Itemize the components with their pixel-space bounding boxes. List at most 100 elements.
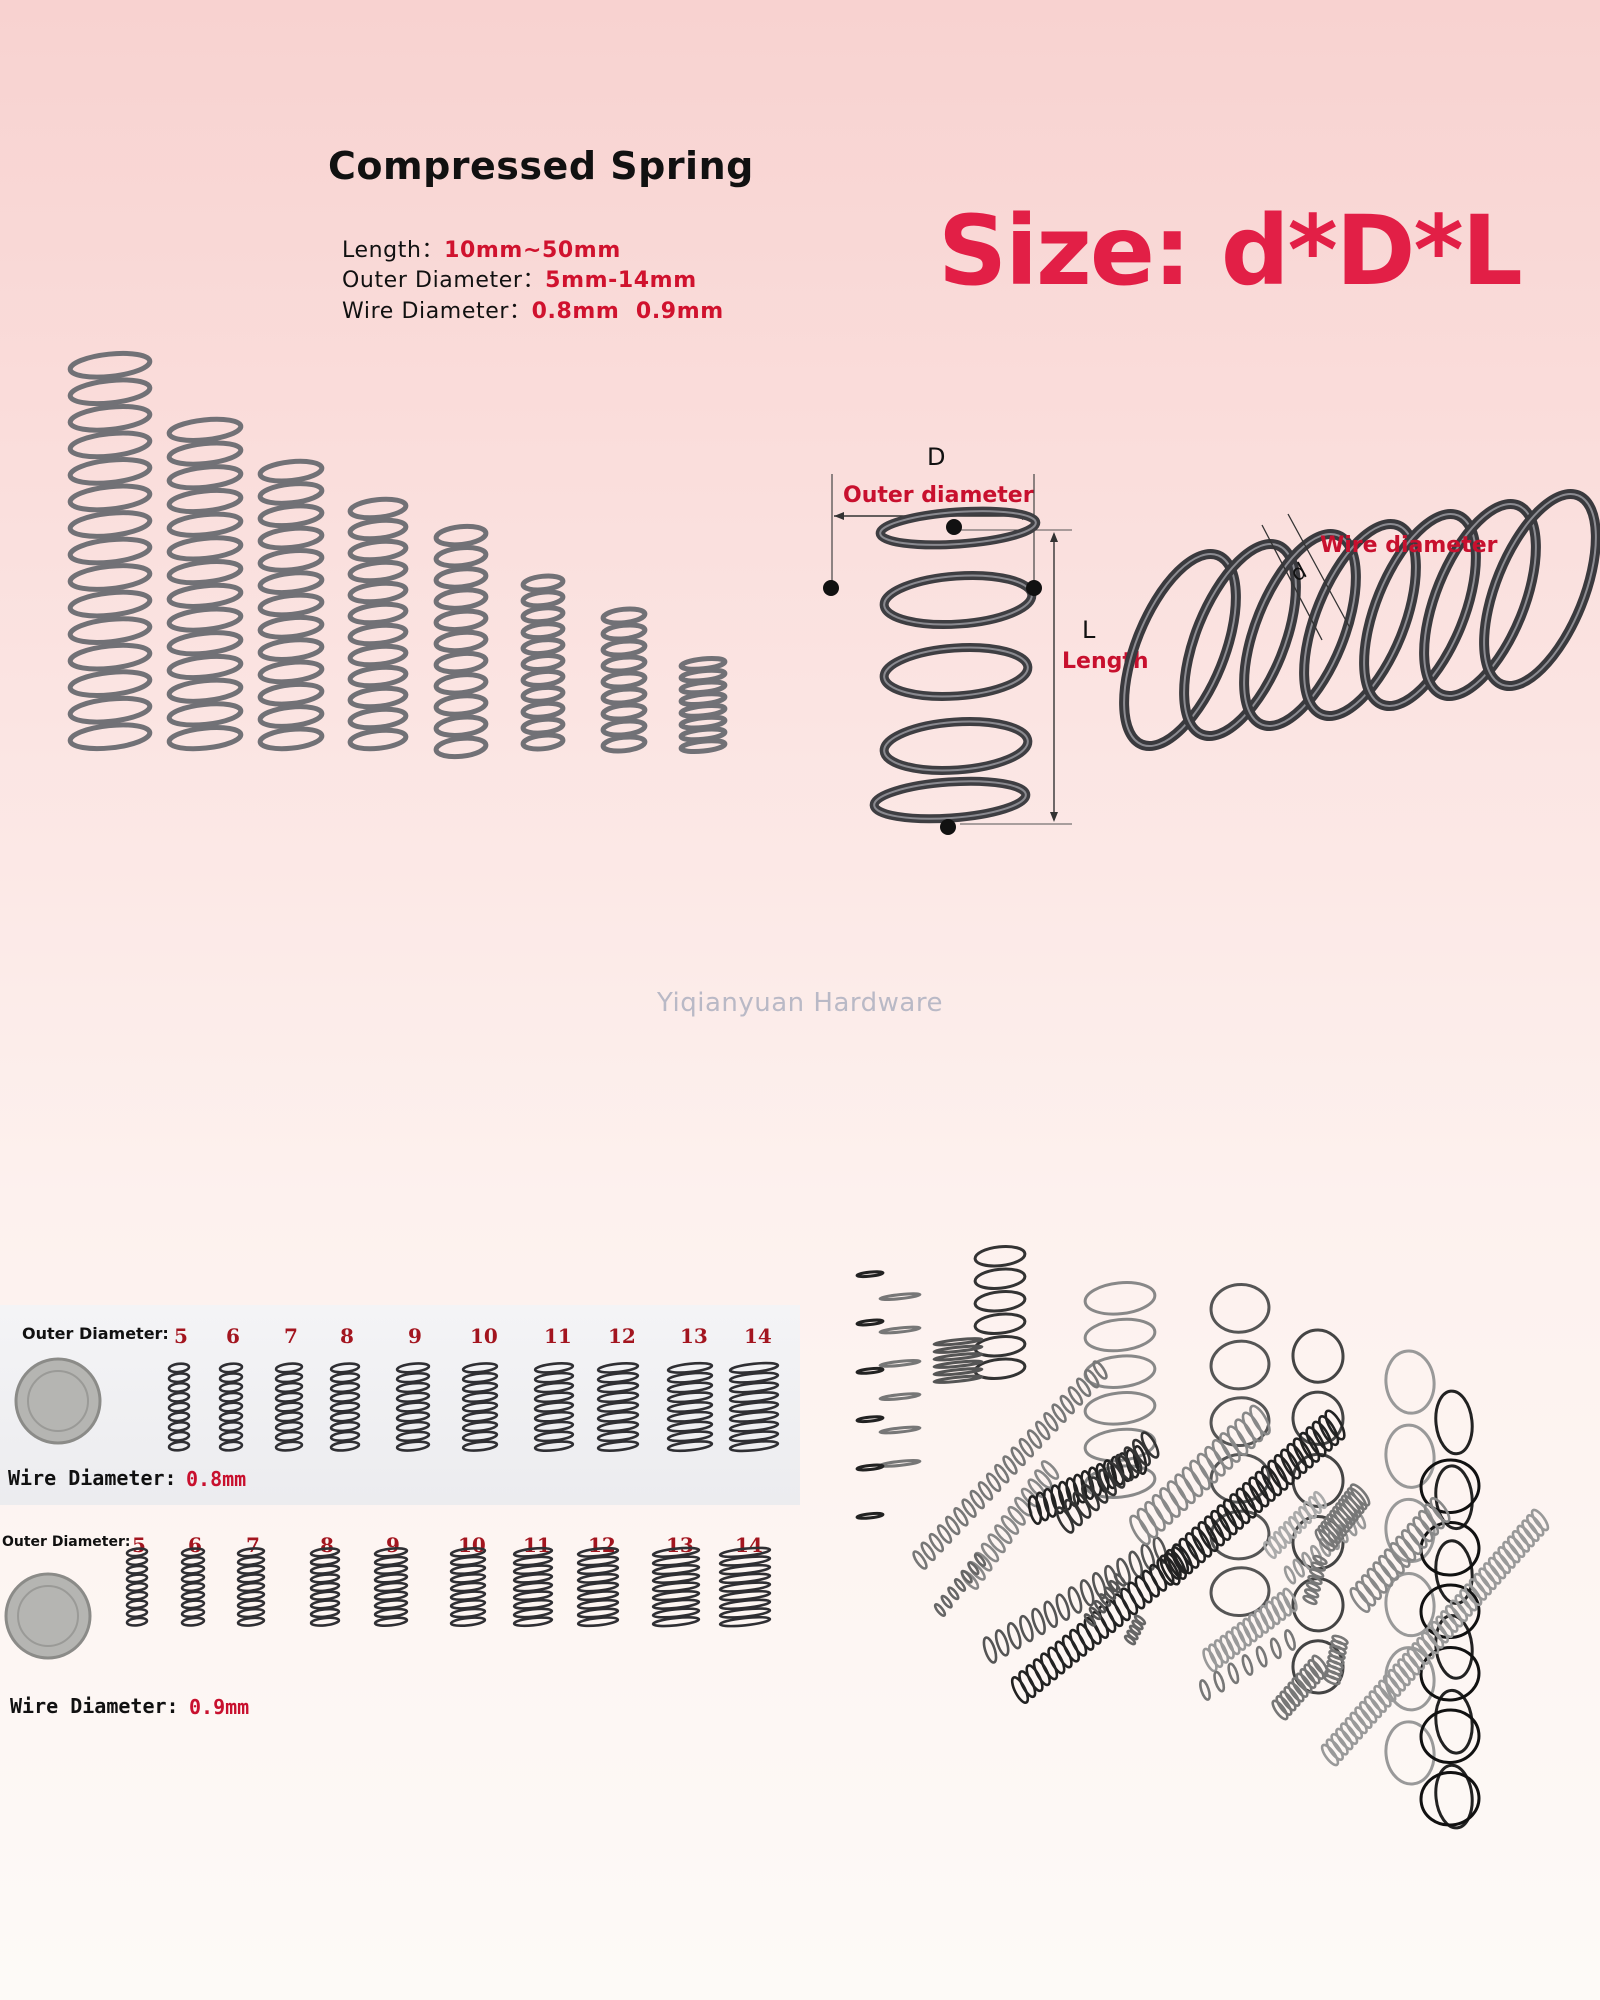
outer-diameter-number: 10 [470, 1324, 498, 1348]
size-sample-spring [461, 1362, 499, 1452]
assorted-spring [1083, 1573, 1127, 1627]
assorted-spring [1129, 1404, 1271, 1546]
spec-outer-diameter-label: Outer Diameter： [342, 268, 546, 293]
diagram-D-label: D [927, 443, 945, 471]
diagram-d-label: d [1287, 559, 1311, 588]
assorted-spring [933, 1553, 987, 1617]
outer-diameter-number: 8 [340, 1324, 354, 1348]
size-sample-spring [533, 1362, 575, 1452]
outer-diameter-number: 5 [132, 1533, 146, 1557]
spec-wire-diameter: Wire Diameter：0.8mm 0.9mm [342, 293, 724, 325]
size-sample-spring [373, 1547, 409, 1627]
outer-diameter-number: 9 [386, 1533, 400, 1557]
size-sample-spring [395, 1362, 431, 1452]
size-sample-spring [718, 1546, 772, 1628]
spec-outer-diameter: Outer Diameter：5mm-14mm [342, 262, 697, 294]
wire-diameter-label: Wire Diameter: [10, 1694, 179, 1718]
coin-inner-ring [17, 1585, 79, 1647]
spec-wire-diameter-value: 0.8mm 0.9mm [531, 299, 724, 324]
coil-highlight [1483, 493, 1597, 687]
coil-highlight [1363, 513, 1477, 707]
diagram-L-label: L [1082, 616, 1096, 644]
size-sample-spring [274, 1362, 304, 1452]
outer-diameter-number: 12 [608, 1324, 636, 1348]
diagram-point-right [1026, 580, 1042, 596]
coil-highlight [873, 780, 1027, 820]
coil-highlight [1303, 523, 1417, 717]
lineup-spring [166, 416, 244, 752]
diagram-d-line-1 [1261, 524, 1323, 641]
lineup-spring [433, 523, 489, 760]
wire-diameter-value: 0.9mm [189, 1695, 249, 1719]
assorted-spring [912, 1360, 1108, 1570]
outer-diameter-number: 6 [188, 1533, 202, 1557]
outer-diameter-label: Outer Diameter: [22, 1324, 169, 1343]
size-sample-spring [651, 1546, 701, 1628]
outer-diameter-number: 7 [284, 1324, 298, 1348]
diagram-outer-diameter-label: Outer diameter [843, 483, 1034, 508]
assorted-spring [1202, 1587, 1298, 1673]
coil-highlight [1183, 543, 1297, 737]
size-sample-spring [167, 1362, 191, 1452]
watermark: Yiqianyuan Hardware [657, 988, 943, 1018]
lineup-spring [678, 655, 728, 755]
diagram-L-arrowhead-bottom [1050, 812, 1058, 822]
diagram-wire-diameter-label: Wire diameter [1320, 533, 1498, 558]
assorted-spring [1349, 1497, 1451, 1613]
size-sample-spring [218, 1362, 244, 1452]
lineup-spring [257, 458, 325, 752]
size-sample-spring [125, 1547, 149, 1627]
assorted-spring [1320, 1508, 1550, 1767]
diagram-point-top [946, 519, 962, 535]
spring-lineup-image [67, 350, 728, 760]
assorted-spring [1209, 1282, 1271, 1618]
size-sample-spring [329, 1362, 361, 1452]
outer-diameter-number: 13 [680, 1324, 708, 1348]
coil-highlight [883, 646, 1029, 698]
diagram-L-arrowhead-top [1050, 532, 1058, 542]
diagram-point-left [823, 580, 839, 596]
size-sample-spring [728, 1361, 780, 1453]
assorted-spring [1263, 1490, 1327, 1560]
spec-length-label: Length： [342, 238, 445, 263]
diagram-vertical-spring [869, 506, 1041, 824]
size-sample-spring [596, 1362, 640, 1452]
outer-diameter-number: 11 [544, 1324, 572, 1348]
page-title: Compressed Spring [328, 144, 754, 188]
spring-dimension-diagram: D Outer diameter L Length d Wire diamete… [823, 443, 1600, 835]
outer-diameter-number: 8 [320, 1533, 334, 1557]
assorted-spring [960, 1460, 1060, 1590]
outer-diameter-number: 9 [408, 1324, 422, 1348]
size-sample-spring [309, 1547, 341, 1627]
diagram-horizontal-spring [1119, 489, 1600, 751]
assorted-spring [1123, 1614, 1147, 1646]
assorted-spring [1302, 1554, 1328, 1606]
size-sample-spring [576, 1546, 620, 1628]
spec-wire-diameter-label: Wire Diameter： [342, 299, 532, 324]
coin-inner-ring [27, 1370, 89, 1432]
coil-highlight [1423, 503, 1537, 697]
size-sample-spring [449, 1547, 487, 1627]
outer-diameter-number: 14 [744, 1324, 772, 1348]
assorted-springs-image [855, 1244, 1550, 1830]
size-formula-title: Size: d*D*L [938, 195, 1523, 307]
assorted-spring [855, 1270, 885, 1520]
diagram-D-arrowhead-left [834, 512, 844, 520]
wire-diameter-value: 0.8mm [186, 1467, 246, 1491]
outer-diameter-number: 5 [174, 1324, 188, 1348]
lineup-spring [600, 606, 648, 754]
spec-length: Length：10mm~50mm [342, 232, 621, 264]
spec-outer-diameter-value: 5mm-14mm [545, 268, 697, 293]
outer-diameter-label: Outer Diameter: [2, 1534, 130, 1550]
spec-length-value: 10mm~50mm [444, 238, 621, 263]
assorted-spring [932, 1337, 984, 1384]
lineup-spring [67, 350, 153, 752]
diagram-point-bottom [940, 819, 956, 835]
size-sample-spring [666, 1361, 714, 1453]
coil-highlight [1123, 553, 1237, 747]
wire-diameter-label: Wire Diameter: [8, 1466, 177, 1490]
size-sample-spring [512, 1546, 554, 1628]
